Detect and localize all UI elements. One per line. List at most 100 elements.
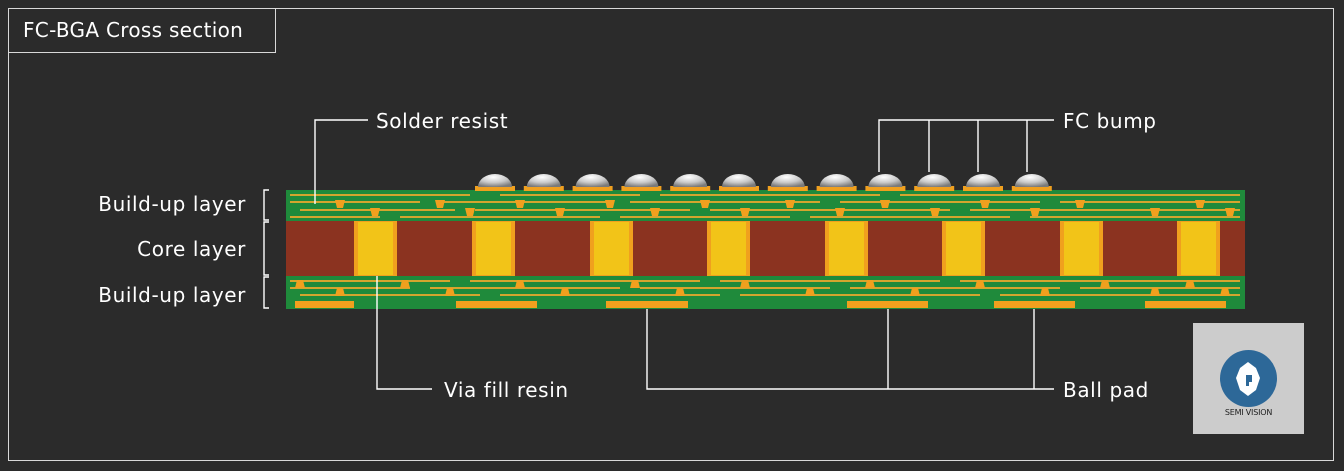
microvia [1195, 200, 1205, 208]
copper-trace [640, 287, 830, 289]
label-buildup-bottom: Build-up layer [98, 283, 246, 307]
fc-bump [819, 174, 854, 187]
bump-pad [475, 186, 515, 191]
fc-bump [575, 174, 610, 187]
via-fill-resin [829, 222, 864, 275]
bump-pad [816, 186, 857, 191]
microvia [515, 200, 525, 208]
copper-trace [630, 201, 820, 203]
copper-trace [290, 194, 470, 196]
microvia [740, 280, 750, 288]
microvia [1150, 208, 1160, 216]
diagram-frame [8, 8, 1334, 461]
microvia [975, 280, 985, 288]
bump-pad [621, 186, 662, 191]
microvia [435, 200, 445, 208]
copper-trace [1000, 294, 1240, 296]
microvia [930, 208, 940, 216]
diagram-title: FC-BGA Cross section [8, 8, 276, 53]
bump-pad [670, 186, 711, 191]
copper-trace [1060, 201, 1240, 203]
copper-trace [840, 201, 1040, 203]
fc-bump [624, 174, 659, 187]
copper-trace [475, 209, 690, 211]
buildup-top-traces [290, 194, 1240, 218]
via-fill-resin [594, 222, 629, 275]
leader-ball-pad [646, 309, 1054, 390]
microvia [980, 200, 990, 208]
logo-wordmark: SEMI VISION [1224, 408, 1273, 417]
microvia [785, 200, 795, 208]
label-fc-bump: FC bump [1063, 109, 1157, 133]
fc-bump [673, 174, 708, 187]
via-fill-resin [711, 222, 746, 275]
copper-trace [500, 294, 720, 296]
label-buildup-top: Build-up layer [98, 192, 246, 216]
microvia [370, 208, 380, 216]
copper-trace [300, 294, 480, 296]
microvia [675, 288, 685, 296]
label-via-fill-resin: Via fill resin [444, 378, 569, 402]
copper-trace [470, 280, 700, 282]
copper-trace [1080, 287, 1240, 289]
microvia [805, 288, 815, 296]
via-fill-resin [946, 222, 981, 275]
copper-trace [1030, 216, 1240, 218]
bump-pad [963, 186, 1003, 191]
copper-trace [290, 287, 410, 289]
label-solder-resist: Solder resist [376, 109, 508, 133]
microvia [865, 280, 875, 288]
bump-pad [914, 186, 955, 191]
bump-pad [1011, 186, 1052, 191]
fc-bump [770, 174, 805, 187]
copper-trace [500, 194, 640, 196]
microvia [835, 208, 845, 216]
via-fill-resin [1181, 222, 1216, 275]
fc-bump [722, 174, 756, 187]
ball-pad-group [295, 301, 1226, 308]
label-ball-pad: Ball pad [1063, 378, 1149, 402]
copper-trace [850, 287, 1060, 289]
microvia [1100, 280, 1110, 288]
layer-brackets [263, 189, 269, 309]
copper-trace [900, 194, 1240, 196]
microvia [880, 200, 890, 208]
microvia [1225, 208, 1235, 216]
copper-trace [740, 294, 980, 296]
via-fill-resin [1064, 222, 1099, 275]
via-fill-resin-group [354, 221, 1220, 276]
microvia [1150, 288, 1160, 296]
copper-trace [710, 209, 950, 211]
microvia [335, 200, 345, 208]
substrate [286, 173, 1245, 309]
ball-pad [847, 301, 928, 308]
copper-trace [290, 201, 420, 203]
microvia [295, 280, 305, 288]
fc-bump [478, 174, 512, 187]
bump-pad [865, 186, 906, 191]
microvia [560, 288, 570, 296]
microvia [515, 280, 525, 288]
microvia [465, 208, 475, 216]
buildup-bottom-traces [290, 280, 1240, 296]
microvia [650, 208, 660, 216]
via-fill-resin [358, 222, 393, 275]
ball-pad [1145, 301, 1226, 308]
microvia [335, 288, 345, 296]
copper-trace [720, 280, 940, 282]
microvia [1030, 208, 1040, 216]
microvia [605, 200, 615, 208]
copper-trace [970, 209, 1240, 211]
copper-trace [440, 201, 610, 203]
microvia [700, 200, 710, 208]
fc-bump [868, 174, 903, 187]
ball-pad [456, 301, 537, 308]
copper-trace [810, 216, 1010, 218]
copper-trace [400, 216, 600, 218]
microvia [740, 208, 750, 216]
copper-trace [290, 216, 380, 218]
microvia [910, 288, 920, 296]
leader-fc-bump [878, 119, 1054, 172]
via-fill-resin [476, 222, 511, 275]
